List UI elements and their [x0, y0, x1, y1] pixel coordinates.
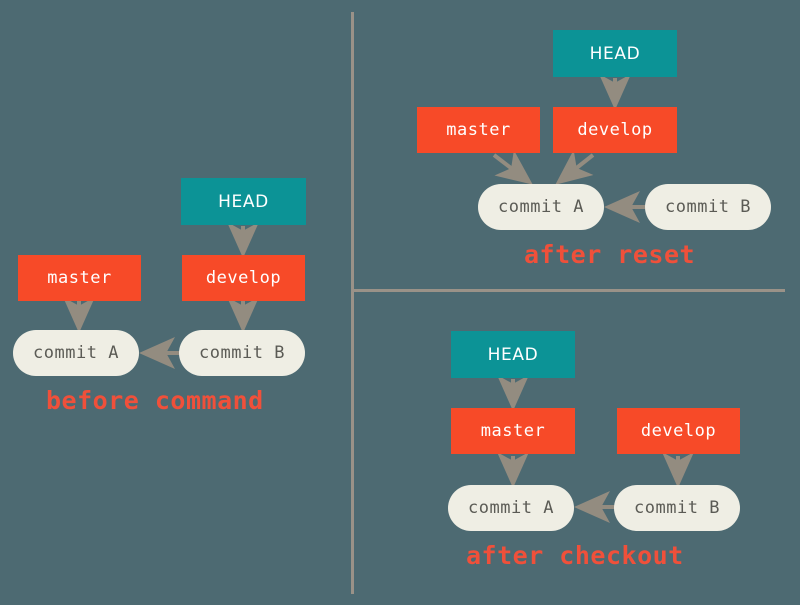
commit-node-a-before[interactable]: commit A — [13, 330, 139, 376]
branch-box-master-before[interactable]: master — [18, 255, 141, 301]
commit-node-a-checkout[interactable]: commit A — [448, 485, 574, 531]
vertical-divider — [351, 12, 354, 594]
commit-node-b-before[interactable]: commit B — [179, 330, 305, 376]
arrow-develop-to-commit-a-p2 — [555, 149, 595, 185]
caption-after-checkout: after checkout — [466, 541, 684, 570]
branch-box-develop-before[interactable]: develop — [182, 255, 305, 301]
commit-node-b-checkout[interactable]: commit B — [614, 485, 740, 531]
head-box-before[interactable]: HEAD — [181, 178, 306, 225]
branch-box-develop-reset[interactable]: develop — [553, 107, 677, 153]
head-box-reset[interactable]: HEAD — [553, 30, 677, 77]
commit-node-a-reset[interactable]: commit A — [478, 184, 604, 230]
commit-node-b-reset[interactable]: commit B — [645, 184, 771, 230]
caption-after-reset: after reset — [524, 240, 696, 269]
horizontal-divider — [351, 289, 785, 292]
branch-box-master-reset[interactable]: master — [417, 107, 540, 153]
caption-before-command: before command — [46, 386, 264, 415]
branch-box-develop-checkout[interactable]: develop — [617, 408, 740, 454]
branch-box-master-checkout[interactable]: master — [451, 408, 575, 454]
arrow-master-to-commit-a-p2 — [492, 150, 533, 185]
head-box-checkout[interactable]: HEAD — [451, 331, 575, 378]
